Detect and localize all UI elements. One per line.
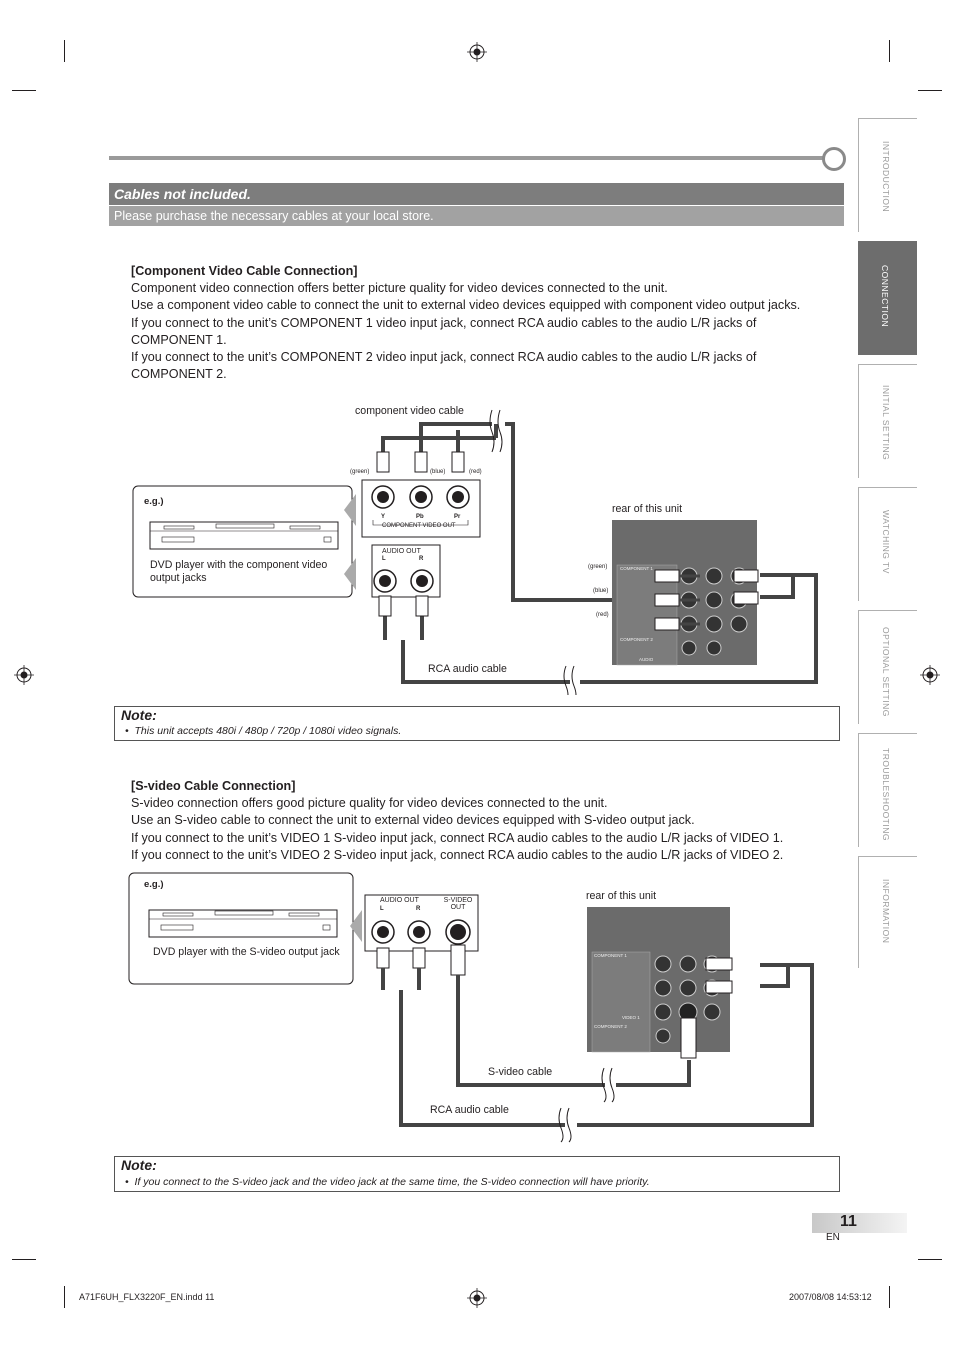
crop-mark [64, 1286, 65, 1308]
rear-red-label: (red) [596, 612, 609, 618]
svideo-connection-diagram [128, 872, 814, 1143]
tab-optional-setting[interactable]: OPTIONAL SETTING [858, 610, 917, 724]
rear-audio-label: AUDIO [639, 657, 654, 662]
component-connection-diagram [132, 409, 818, 695]
svideo-paragraph: If you connect to the unit’s VIDEO 1 S-v… [131, 830, 784, 845]
tab-label: INFORMATION [881, 879, 891, 944]
registration-mark-icon [467, 42, 487, 62]
blue-label: (blue) [430, 469, 446, 475]
crop-mark [918, 1259, 942, 1260]
note-title: Note: [121, 1157, 157, 1173]
dvd-player-label: DVD player with the component video outp… [150, 559, 328, 584]
page-number: 11 [840, 1213, 857, 1230]
audio-l-label: L [382, 556, 386, 562]
audio-out-label: AUDIO OUT [382, 548, 421, 555]
jack-pb-label: Pb [416, 514, 424, 520]
language-label: EN [826, 1232, 840, 1243]
rear-comp1-label: COMPONENT 1 [620, 566, 653, 571]
tab-label: INITIAL SETTING [881, 385, 891, 461]
footer-file: A71F6UH_FLX3220F_EN.indd 11 [79, 1292, 215, 1302]
rear-unit-label: rear of this unit [612, 503, 683, 515]
tab-label: CONNECTION [880, 265, 890, 328]
crop-mark [889, 1286, 890, 1308]
svideo-section: [S-video Cable Connection] S-video conne… [131, 778, 836, 864]
red-label: (red) [469, 469, 482, 475]
eg-label: e.g.) [144, 879, 164, 890]
component-paragraph: Use a component video cable to connect t… [131, 298, 801, 313]
component-cable-label: component video cable [355, 405, 464, 417]
component-paragraph: Component video connection offers better… [131, 281, 668, 296]
tab-troubleshooting[interactable]: TROUBLESHOOTING [858, 733, 917, 847]
note-text: • This unit accepts 480i / 480p / 720p /… [125, 725, 402, 737]
header-rule [109, 156, 824, 160]
green-label: (green) [350, 469, 370, 475]
page-number-tab: 11 [812, 1213, 907, 1233]
rear-unit-label: rear of this unit [586, 890, 657, 902]
component-paragraph: If you connect to the unit’s COMPONENT 1… [131, 315, 757, 347]
tab-label: OPTIONAL SETTING [881, 627, 891, 717]
tab-initial-setting[interactable]: INITIAL SETTING [858, 364, 917, 478]
svideo-paragraph: Use an S-video cable to connect the unit… [131, 813, 695, 828]
component-section: [Component Video Cable Connection] Compo… [131, 263, 836, 383]
svideo-out-label: S-VIDEO OUT [443, 897, 473, 911]
tab-label: WATCHING TV [881, 510, 891, 574]
svideo-cable-label: S-video cable [488, 1066, 553, 1078]
dvd-player-label: DVD player with the S-video output jack [153, 946, 340, 958]
rca-audio-cable-label: RCA audio cable [430, 1104, 509, 1116]
rear-blue-label: (blue) [593, 588, 609, 594]
banner-subtitle: Please purchase the necessary cables at … [109, 206, 844, 226]
note-title: Note: [121, 707, 157, 723]
rca-audio-cable-label: RCA audio cable [428, 663, 507, 675]
svideo-title: [S-video Cable Connection] [131, 779, 296, 793]
jack-y-label: Y [381, 514, 386, 520]
component-paragraph: If you connect to the unit’s COMPONENT 2… [131, 350, 757, 382]
component-out-label: COMPONENT VIDEO OUT [382, 523, 456, 529]
rear-video1-label: VIDEO 1 [622, 1015, 640, 1020]
tab-watching-tv[interactable]: WATCHING TV [858, 487, 917, 601]
svideo-paragraph: S-video connection offers good picture q… [131, 796, 608, 811]
tab-information[interactable]: INFORMATION [858, 856, 917, 968]
note-box: Note: • This unit accepts 480i / 480p / … [114, 706, 840, 741]
crop-mark [64, 40, 65, 62]
crop-mark [12, 1259, 36, 1260]
jack-pr-label: Pr [454, 514, 461, 520]
banner-title: Cables not included. [109, 183, 844, 205]
registration-mark-icon [920, 665, 940, 685]
crop-mark [889, 40, 890, 62]
crop-mark [918, 90, 942, 91]
rear-comp2-label: COMPONENT 2 [620, 637, 653, 642]
tab-label: INTRODUCTION [881, 141, 891, 213]
crop-mark [12, 90, 36, 91]
registration-mark-icon [467, 1288, 487, 1308]
rear-comp2-label: COMPONENT 2 [594, 1024, 627, 1029]
eg-label: e.g.) [144, 496, 164, 507]
note-text: • If you connect to the S-video jack and… [125, 1176, 650, 1188]
audio-r-label: R [416, 906, 421, 912]
audio-r-label: R [419, 556, 424, 562]
registration-mark-icon [14, 665, 34, 685]
header-rule-end-circle [822, 147, 846, 171]
svideo-paragraph: If you connect to the unit’s VIDEO 2 S-v… [131, 847, 784, 862]
footer-date: 2007/08/08 14:53:12 [789, 1292, 872, 1302]
audio-l-label: L [380, 906, 384, 912]
rear-green-label: (green) [588, 564, 608, 570]
audio-out-label: AUDIO OUT [380, 897, 419, 904]
rear-comp1-label: COMPONENT 1 [594, 953, 627, 958]
note-box: Note: • If you connect to the S-video ja… [114, 1156, 840, 1192]
tab-introduction[interactable]: INTRODUCTION [858, 118, 917, 232]
tab-connection[interactable]: CONNECTION [858, 241, 917, 355]
component-title: [Component Video Cable Connection] [131, 264, 358, 278]
tab-label: TROUBLESHOOTING [881, 748, 891, 841]
